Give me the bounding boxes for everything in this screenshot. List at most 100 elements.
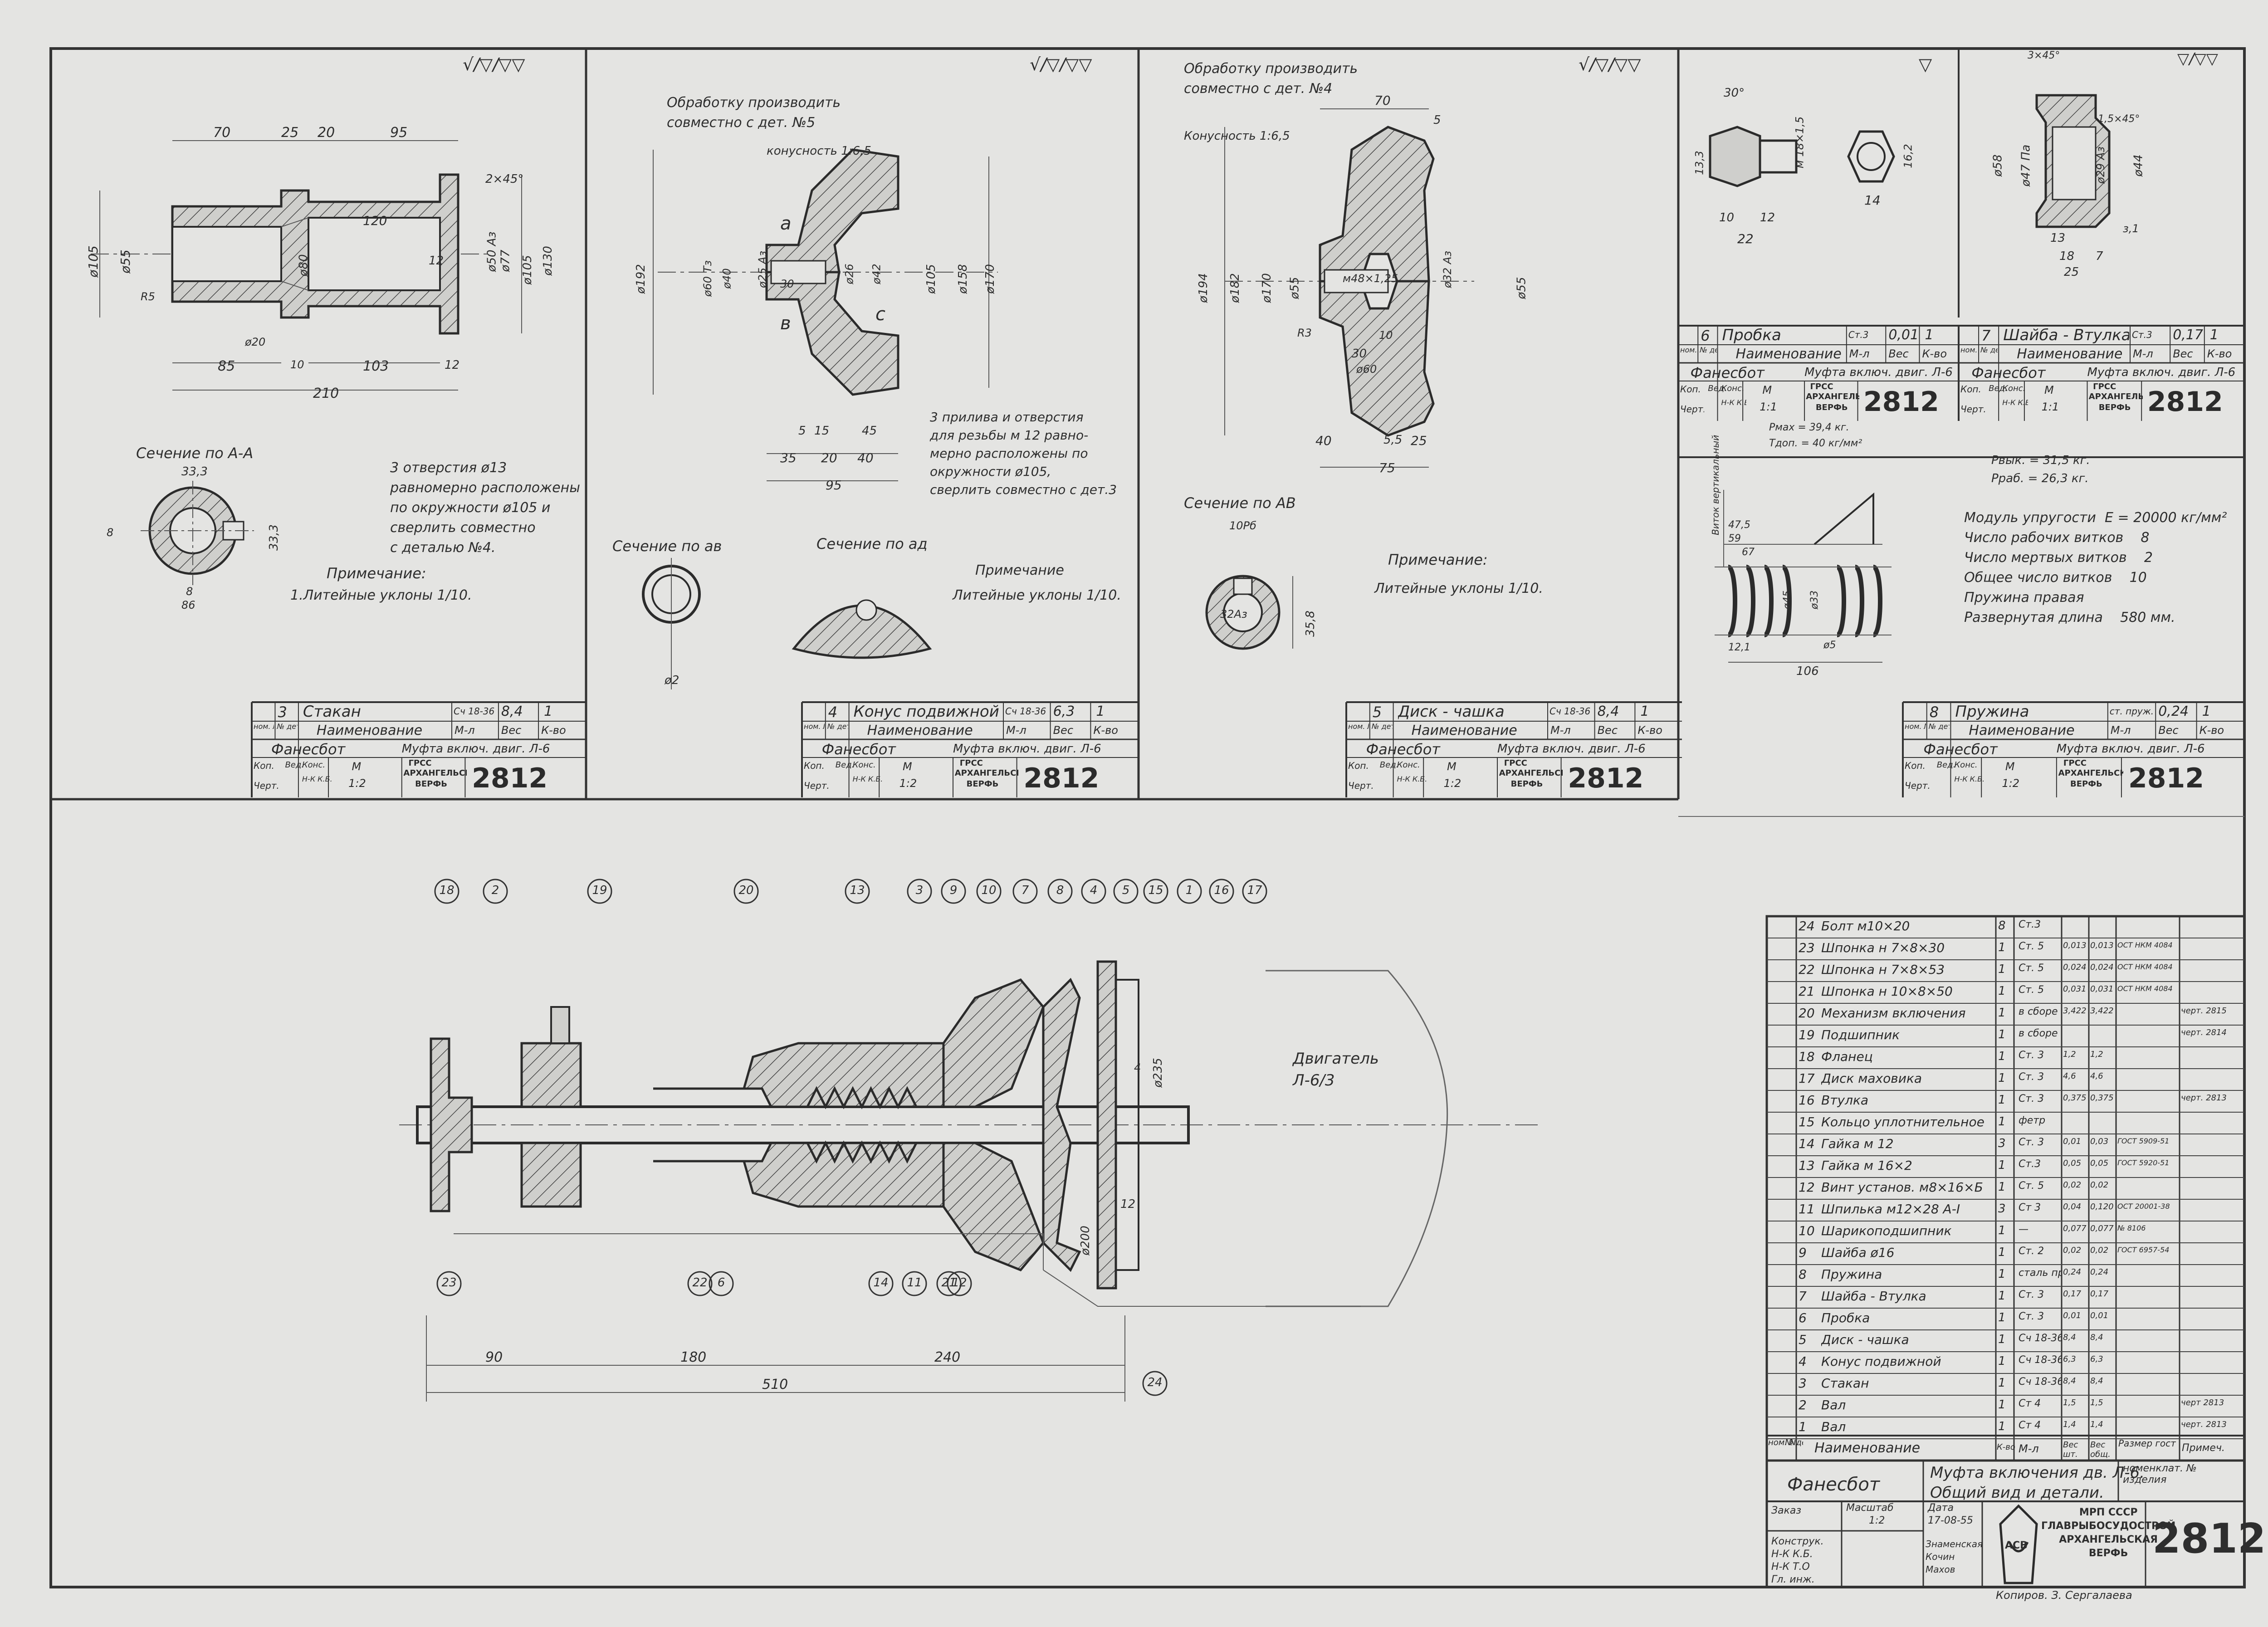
- asm-dim-12: 12: [1120, 1197, 1136, 1211]
- bom-cell: 1,4: [2063, 1420, 2076, 1429]
- stamp-part-number: 4: [828, 704, 838, 720]
- stamp-header-qty: К-во: [2199, 724, 2224, 737]
- stamp-m: М: [2005, 760, 2015, 773]
- tb-name-1: Знаменская: [1926, 1539, 1983, 1549]
- p4-spring-vertical: Виток вертикальный: [1710, 435, 1721, 535]
- bom-cell: Ст. 3: [2019, 1289, 2044, 1300]
- bom-cell: 24: [1799, 919, 1815, 933]
- stamp-header-no: ном. №: [1905, 722, 1926, 731]
- stamp-header-no: ном. №: [804, 722, 825, 731]
- stamp-project: Фанесбот: [271, 741, 346, 757]
- stamp-qty: 1: [1640, 704, 1649, 719]
- bom-cell: 1: [1998, 963, 2006, 976]
- bom-cell: 1,4: [2090, 1420, 2103, 1429]
- p1-dim-d20: ø20: [245, 336, 266, 348]
- p2-top-note-line-1: Обработку производить: [667, 95, 841, 111]
- p2-dim-15: 15: [814, 424, 830, 438]
- bom-cell: Ст. 5: [2019, 963, 2044, 974]
- balloon-label: 21: [941, 1276, 957, 1290]
- balloon-circle: [1143, 879, 1168, 904]
- p4-param-label: Общее число витков: [1964, 570, 2112, 586]
- stamp-kons: Конс.: [1721, 384, 1745, 393]
- p2-dim-20: 20: [821, 450, 837, 465]
- bom-cell: 1: [1998, 1158, 2006, 1172]
- stamp-org-1: ГРСС: [1810, 382, 1833, 391]
- stamp-kons: Конс.: [852, 760, 876, 770]
- p1-dim-120: 120: [363, 213, 387, 228]
- p4-washer-d58: ø58: [1991, 154, 2005, 177]
- p4-washer-d29: ø29 Аз: [2094, 146, 2107, 184]
- tb-org: МРП СССР ГЛАВРЫБОСУДОСТРОЙ АРХАНГЕЛЬСКАЯ…: [2041, 1506, 2175, 1560]
- stamp-header-mat: М-л: [2133, 347, 2153, 360]
- p2-dim-30: 30: [780, 278, 794, 290]
- stamp-part-name: Конус подвижной: [853, 703, 999, 720]
- roughness-mark-4: ▽: [1919, 54, 1932, 74]
- p3-dim-d170: ø170: [1260, 273, 1274, 303]
- stamp-chert: Черт.: [1905, 780, 1931, 791]
- stamp-header-name: Наименование: [1969, 723, 2075, 738]
- balloon-label: 13: [850, 884, 865, 897]
- bom-cell: 1: [1998, 984, 2006, 998]
- p1-section-title: Сечение по А-А: [136, 445, 254, 462]
- p3-dim-30: 30: [1352, 347, 1367, 361]
- bom-cell: 0,077: [2063, 1224, 2087, 1233]
- stamp-org-1: ГРСС: [2063, 758, 2087, 768]
- asm-dim-4: 4: [1134, 1061, 1141, 1074]
- bom-cell: 6,3: [2063, 1354, 2076, 1364]
- stamp-ved: Вед.: [1936, 760, 1956, 770]
- stamp-kons: Конс.: [302, 760, 326, 770]
- asm-dim-d235: ø235: [1151, 1058, 1165, 1088]
- balloon-label: 11: [907, 1276, 922, 1290]
- p4-spring-params: Модуль упругости Е = 20000 кг/мм² Число …: [1964, 508, 2227, 628]
- bom-header-note: Примеч.: [2182, 1442, 2225, 1454]
- stamp-chert: Черт.: [1960, 404, 1985, 415]
- bom-cell: сталь пружин.: [2019, 1267, 2062, 1279]
- p4-washer-13: 13: [2050, 231, 2066, 245]
- stamp-qty: 1: [2202, 704, 2211, 719]
- p3-dim-5-5: 5,5: [1383, 433, 1403, 447]
- bom-cell: 0,03: [2090, 1137, 2109, 1146]
- bom-cell: черт 2813: [2181, 1398, 2224, 1407]
- p4-spring-12-1: 12,1: [1728, 642, 1750, 653]
- bom-cell: 0,02: [2090, 1180, 2109, 1190]
- bom-cell: 0,013: [2063, 941, 2087, 950]
- p1-sec-dim-e: 86: [181, 599, 196, 611]
- p4-washer-7: 7: [2096, 249, 2103, 263]
- bom-cell: 1: [1998, 1376, 2006, 1390]
- stamp-org-2: АРХАНГЕЛЬСКАЯ: [1806, 392, 1859, 401]
- bom-cell: 1: [1998, 1224, 2006, 1237]
- tb-roles: Конструк. Н-К К.Б. Н-К Т.О Гл. инж.: [1771, 1535, 1824, 1586]
- bom-cell: 1: [1799, 1420, 1807, 1434]
- part-4-cone-view: [642, 148, 998, 689]
- bom-cell: Конус подвижной: [1821, 1354, 1941, 1369]
- stamp-m: М: [352, 760, 362, 773]
- p2-dim-d25: ø25 Аз: [756, 250, 769, 288]
- tb-project: Фанесбот: [1787, 1474, 1880, 1495]
- stamp-org-1: ГРСС: [1504, 758, 1527, 768]
- tb-logo-text: АСВ: [2005, 1540, 2028, 1551]
- stamp-project: Фанесбот: [1923, 741, 1998, 757]
- asm-dim-d200: ø200: [1078, 1226, 1092, 1256]
- tb-scale-label: Масштаб: [1846, 1502, 1894, 1514]
- bom-cell: 21: [1799, 984, 1815, 999]
- balloon-circle: [936, 1271, 962, 1296]
- stamp-kop: Коп.: [1905, 760, 1926, 771]
- p2-dim-95: 95: [826, 478, 842, 493]
- bom-cell: 1,5: [2090, 1398, 2103, 1407]
- bom-cell: 3,422: [2063, 1006, 2087, 1016]
- asm-dim-90: 90: [485, 1349, 503, 1365]
- stamp-part-number: 5: [1372, 704, 1382, 720]
- p2-top-note-line-2: совместно с дет. №5: [667, 115, 816, 131]
- arv-logo: [1999, 1504, 2038, 1584]
- frame-border: [49, 47, 2246, 1588]
- p4-spring-d45: ø45: [1782, 590, 1794, 610]
- p4-param-label: Число мертвых витков: [1964, 550, 2127, 566]
- stamp-org-3: ВЕРФЬ: [1510, 779, 1543, 789]
- stamp-qty: 1: [544, 704, 553, 719]
- roughness-mark-3: √/▽/▽▽: [1579, 54, 1641, 74]
- balloon-circle: [687, 1271, 713, 1296]
- p3-sec-dim-a: 10Рб: [1229, 519, 1256, 532]
- bom-cell: 15: [1799, 1115, 1815, 1129]
- bom-cell: 2: [1799, 1398, 1807, 1412]
- p4-washer-d44: ø44: [2131, 154, 2146, 177]
